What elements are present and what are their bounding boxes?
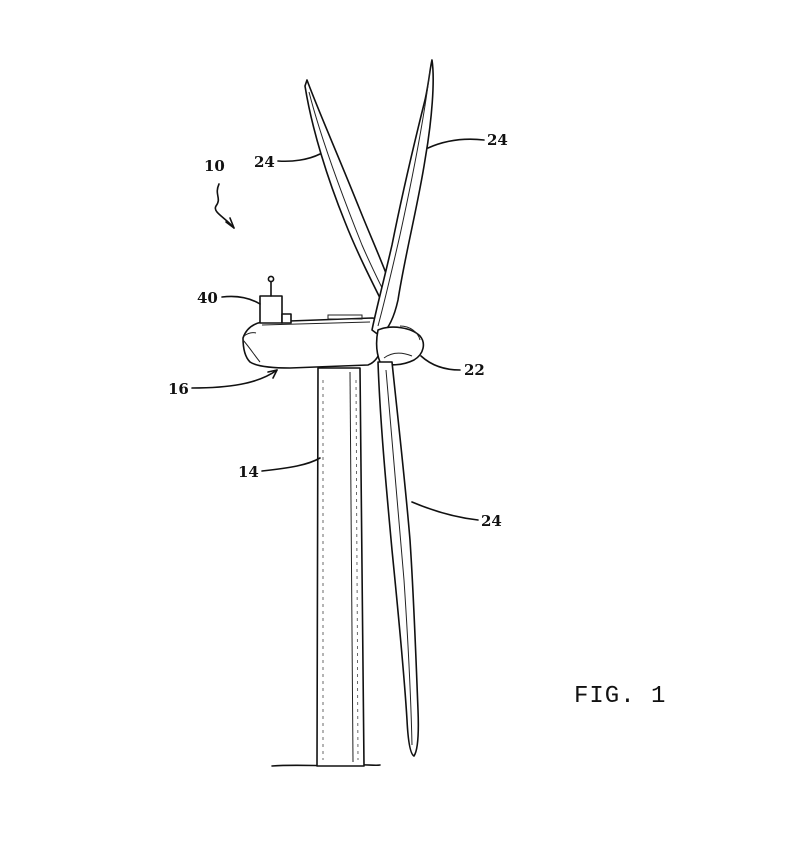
leader-24-lower: [411, 501, 479, 521]
blade-upper-left: [304, 79, 397, 307]
leader-10-arrow: [225, 217, 235, 229]
leader-16: [191, 369, 278, 389]
ref-numeral-24-upper-left: 24: [254, 153, 275, 171]
blade-upper-right: [371, 59, 434, 337]
leader-24-upper-left: [277, 153, 321, 163]
leader-14: [261, 457, 321, 472]
ref-numeral-22: 22: [464, 361, 485, 379]
ref-numeral-24-lower: 24: [481, 512, 502, 530]
leader-16-arrow: [267, 369, 278, 379]
blade-lower: [377, 361, 420, 757]
leader-24-upper-right: [427, 138, 485, 149]
ref-numeral-10: 10: [204, 157, 225, 175]
leader-40: [221, 295, 261, 305]
hub: [375, 325, 425, 366]
figure-caption: FIG. 1: [574, 683, 666, 710]
ref-numeral-40: 40: [197, 289, 218, 307]
ref-numeral-14: 14: [238, 463, 259, 481]
leader-22: [420, 355, 461, 371]
ref-numeral-16: 16: [168, 380, 189, 398]
leader-10: [214, 183, 235, 229]
tower: [316, 367, 365, 767]
ref-numeral-24-upper-right: 24: [487, 131, 508, 149]
nacelle-sensor: [259, 275, 292, 324]
